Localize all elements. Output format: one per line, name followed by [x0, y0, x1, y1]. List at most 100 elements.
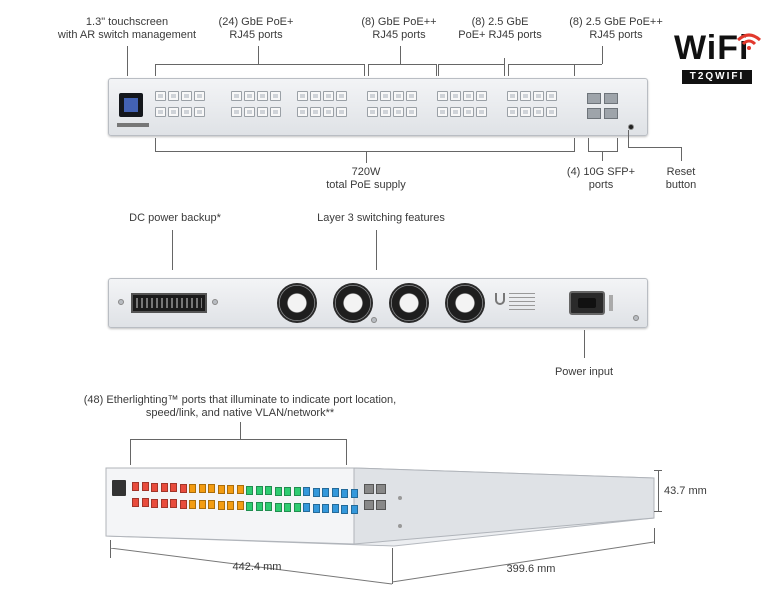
etherlighting-port-13	[189, 483, 196, 493]
rj45-port-29[interactable]	[393, 91, 404, 101]
rj45-port-1[interactable]	[155, 91, 166, 101]
etherlighting-port-45	[341, 488, 348, 498]
etherlighting-port-22	[227, 501, 234, 510]
reset-button[interactable]	[628, 124, 634, 130]
etherlighting-port-40	[312, 503, 320, 513]
rj45-port-39[interactable]	[476, 91, 487, 101]
iso-sfp-port-2	[376, 484, 386, 494]
rj45-port-9[interactable]	[231, 91, 242, 101]
ubiquiti-logo-icon	[495, 293, 505, 305]
etherlighting-port-6	[151, 498, 158, 508]
label-layer3: Layer 3 switching features	[317, 212, 445, 224]
rj45-port-23[interactable]	[336, 91, 347, 101]
rj45-port-8[interactable]	[194, 107, 205, 117]
rj45-port-31[interactable]	[406, 91, 417, 101]
switch-rear-panel	[108, 278, 648, 328]
rj45-port-35[interactable]	[450, 91, 461, 101]
cooling-fan-1	[277, 283, 317, 323]
rj45-port-24[interactable]	[336, 107, 347, 117]
rj45-port-14[interactable]	[257, 107, 268, 117]
brand-logo: WiFi T2QWIFI	[668, 30, 768, 92]
etherlighting-port-35	[293, 487, 301, 497]
rj45-port-22[interactable]	[323, 107, 334, 117]
label-dc-backup: DC power backup*	[129, 212, 221, 224]
etherlighting-port-14	[189, 499, 196, 509]
etherlighting-port-47	[350, 488, 358, 498]
etherlighting-port-20	[217, 500, 225, 510]
rj45-port-46[interactable]	[533, 107, 544, 117]
etherlighting-port-29	[265, 486, 272, 496]
rj45-port-38[interactable]	[463, 107, 474, 117]
rj45-port-16[interactable]	[270, 107, 281, 117]
iso-touchscreen	[112, 480, 126, 496]
rj45-port-40[interactable]	[476, 107, 487, 117]
rj45-port-6[interactable]	[181, 107, 192, 117]
label-sfp-ports: (4) 10G SFP+ ports	[566, 166, 636, 191]
rj45-port-43[interactable]	[520, 91, 531, 101]
ac-power-inlet[interactable]	[569, 291, 605, 315]
rj45-port-17[interactable]	[297, 91, 308, 101]
rj45-port-7[interactable]	[194, 91, 205, 101]
depth-dimension-line	[391, 540, 662, 591]
etherlighting-port-3	[141, 482, 149, 492]
etherlighting-port-43	[331, 488, 339, 498]
rj45-port-41[interactable]	[507, 91, 518, 101]
rj45-port-20[interactable]	[310, 107, 321, 117]
rj45-port-18[interactable]	[297, 107, 308, 117]
label-gbe-poe: (24) GbE PoE+ RJ45 ports	[218, 16, 294, 41]
rj45-port-2[interactable]	[155, 107, 166, 117]
rj45-port-13[interactable]	[257, 91, 268, 101]
rj45-port-42[interactable]	[507, 107, 518, 117]
rj45-port-34[interactable]	[437, 107, 448, 117]
rj45-port-25[interactable]	[367, 91, 378, 101]
rj45-port-12[interactable]	[244, 107, 255, 117]
cooling-fan-4	[445, 283, 485, 323]
rj45-port-36[interactable]	[450, 107, 461, 117]
rj45-port-3[interactable]	[168, 91, 179, 101]
rj45-port-21[interactable]	[323, 91, 334, 101]
rj45-port-11[interactable]	[244, 91, 255, 101]
rj45-port-30[interactable]	[393, 107, 404, 117]
logo-main-text: WiFi	[674, 29, 750, 67]
etherlighting-port-2	[132, 498, 139, 507]
etherlighting-port-26	[246, 501, 253, 511]
sfp-port-4[interactable]	[604, 108, 618, 119]
rj45-port-26[interactable]	[367, 107, 378, 117]
width-dimension-line	[109, 547, 400, 593]
rj45-port-15[interactable]	[270, 91, 281, 101]
rj45-port-45[interactable]	[533, 91, 544, 101]
iso-sfp-port-3	[364, 500, 374, 510]
rj45-port-37[interactable]	[463, 91, 474, 101]
rj45-port-33[interactable]	[437, 91, 448, 101]
sfp-port-3[interactable]	[587, 108, 601, 119]
etherlighting-port-9	[170, 483, 177, 493]
dc-backup-connector[interactable]	[131, 293, 207, 313]
sfp-port-1[interactable]	[587, 93, 601, 104]
label-25ge-poepp: (8) 2.5 GbE PoE++ RJ45 ports	[569, 16, 663, 41]
label-poe-supply: 720W total PoE supply	[326, 166, 406, 191]
rj45-port-47[interactable]	[546, 91, 557, 101]
dimension-depth: 399.6 mm	[506, 563, 556, 575]
etherlighting-port-12	[179, 499, 187, 509]
cooling-fan-3	[389, 283, 429, 323]
etherlighting-port-24	[236, 501, 244, 511]
rj45-port-44[interactable]	[520, 107, 531, 117]
sfp-port-2[interactable]	[604, 93, 618, 104]
rj45-port-28[interactable]	[380, 107, 391, 117]
etherlighting-port-11	[179, 483, 187, 493]
etherlighting-port-8	[160, 498, 168, 508]
etherlighting-port-27	[255, 485, 263, 495]
label-touchscreen: 1.3" touchscreen with AR switch manageme…	[57, 16, 197, 41]
switch-isometric-view	[100, 462, 660, 552]
rj45-port-4[interactable]	[168, 107, 179, 117]
rj45-port-19[interactable]	[310, 91, 321, 101]
rj45-port-27[interactable]	[380, 91, 391, 101]
rj45-port-48[interactable]	[546, 107, 557, 117]
etherlighting-port-5	[151, 482, 158, 492]
etherlighting-port-36	[293, 503, 301, 513]
rj45-port-10[interactable]	[231, 107, 242, 117]
dimension-width: 442.4 mm	[232, 561, 282, 573]
rj45-port-5[interactable]	[181, 91, 192, 101]
rj45-port-32[interactable]	[406, 107, 417, 117]
touchscreen-display[interactable]	[119, 93, 143, 117]
